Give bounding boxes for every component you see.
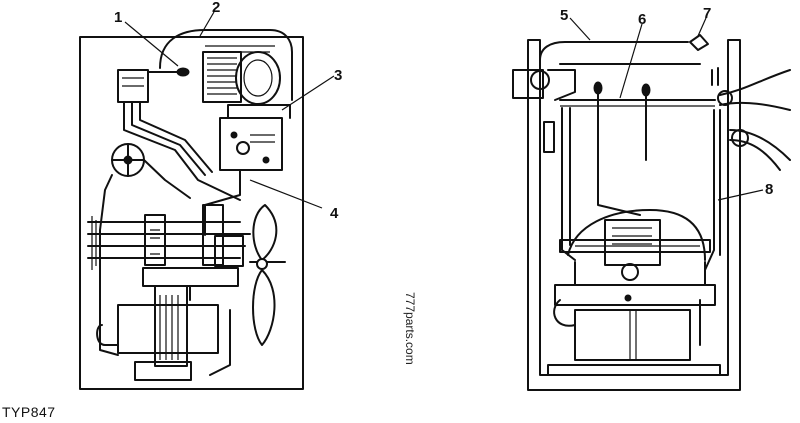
callout-7: 7 [703, 5, 711, 22]
left-panel-outline [79, 36, 304, 390]
left-leaders [124, 11, 335, 209]
fan-blade [252, 204, 278, 261]
control-head [604, 219, 661, 266]
compressor-head [142, 267, 239, 287]
callout-8: 8 [765, 181, 773, 198]
watermark: 777parts.com [403, 292, 417, 365]
hose-bundle [719, 69, 791, 96]
compressor-foot [134, 361, 192, 381]
compressor-body [117, 304, 219, 354]
compressor-dome [567, 209, 706, 261]
figure-label: TYP847 [2, 404, 56, 420]
temperature-sensor [689, 34, 709, 51]
callout-4: 4 [330, 205, 339, 222]
pulley-block [144, 214, 166, 266]
right-cabinet [527, 39, 741, 391]
right-leaders [569, 17, 764, 201]
condenser-coil-block [202, 51, 242, 103]
control-box [219, 117, 283, 171]
right-view [512, 34, 791, 391]
callout-5: 5 [560, 7, 568, 24]
callout-1: 1 [114, 9, 122, 26]
compressor-base [554, 284, 716, 306]
mounting-rods [87, 221, 251, 259]
callout-3: 3 [334, 67, 342, 84]
callout-6: 6 [638, 11, 646, 28]
callout-2: 2 [212, 0, 220, 16]
left-view [79, 29, 304, 390]
capillary-coil [159, 29, 293, 101]
